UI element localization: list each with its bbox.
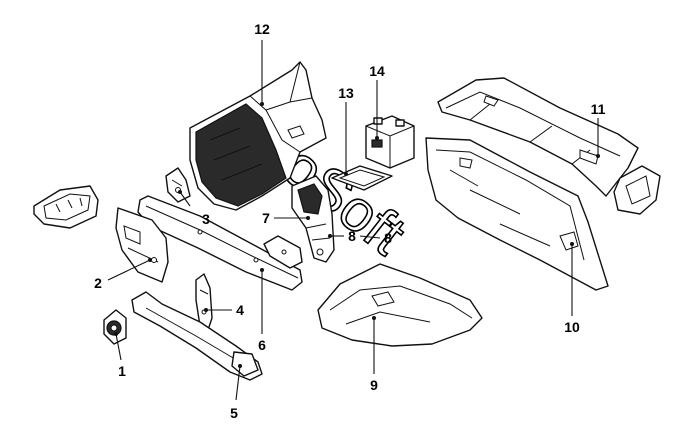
- callout-13: 13: [338, 85, 354, 101]
- part-13-battery-tray: [331, 165, 393, 191]
- callout-6: 6: [258, 337, 266, 353]
- battery-label: [371, 139, 383, 148]
- battery-terminal-left: [373, 117, 383, 125]
- part-9-under-cover: [317, 263, 483, 347]
- battery-terminal-right: [395, 119, 405, 127]
- callout-labels: 12 14 13 11 10 7 8 8 3 6 2 4 5 1 9: [94, 21, 606, 421]
- callout-8b: 8: [384, 230, 392, 246]
- callout-8a: 8: [348, 228, 356, 244]
- callout-9: 9: [370, 377, 378, 393]
- part-14-battery: [365, 115, 415, 169]
- callout-14: 14: [369, 63, 385, 79]
- part-2-front-side-panel: [115, 207, 169, 283]
- part-7-headlamp-housing: [291, 175, 335, 263]
- callout-3: 3: [202, 211, 210, 227]
- part-1-horn: [103, 309, 127, 345]
- part-3-bracket: [165, 167, 191, 203]
- leader-5: [235, 365, 241, 401]
- callout-10: 10: [564, 319, 580, 335]
- part-lamp-bracket: [263, 235, 303, 269]
- part-5-lower-cross-bar: [131, 291, 263, 381]
- part-10-dash-panel: [425, 137, 609, 291]
- part-left-bracket: [33, 185, 99, 229]
- callout-2: 2: [94, 275, 102, 291]
- callout-7: 7: [262, 210, 270, 226]
- leader-3: [179, 191, 191, 207]
- part-11-cowl-top: [437, 77, 639, 197]
- leader-lines: [107, 40, 600, 401]
- callout-12: 12: [254, 21, 270, 37]
- callout-1: 1: [118, 363, 126, 379]
- leader-8b: [359, 235, 381, 239]
- callout-4: 4: [236, 302, 244, 318]
- leader-1: [115, 333, 122, 361]
- part-12-wheelhouse-apron: [189, 61, 327, 211]
- part-4-bracket: [195, 273, 213, 331]
- leader-2: [107, 259, 151, 281]
- part-cowl-side-bracket: [613, 165, 661, 215]
- callout-5: 5: [230, 405, 238, 421]
- callout-11: 11: [591, 101, 606, 117]
